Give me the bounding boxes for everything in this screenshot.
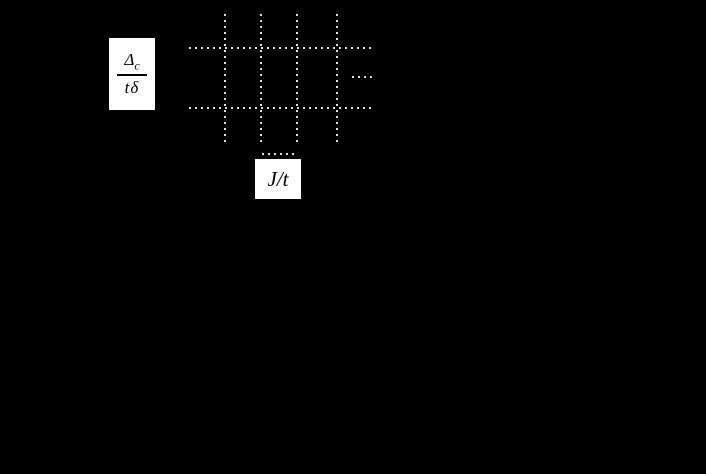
gridline-horizontal-1: [189, 47, 375, 49]
x-axis-label-text: J/t: [267, 166, 289, 191]
gridline-vertical-3: [296, 14, 298, 142]
gridline-vertical-2: [260, 14, 262, 142]
y-axis-fraction: Δc tδ: [117, 49, 147, 98]
y-axis-numerator: Δc: [124, 49, 140, 72]
x-axis-label: J/t: [255, 159, 301, 199]
y-axis-label: Δc tδ: [109, 38, 155, 110]
gridline-segment-right: [352, 76, 374, 78]
fraction-bar: [117, 74, 147, 76]
gridline-vertical-4: [336, 14, 338, 142]
gridline-vertical-1: [224, 14, 226, 142]
gridline-horizontal-2: [189, 107, 375, 109]
gridline-segment-above-xlabel: [262, 153, 298, 155]
y-axis-denominator: tδ: [124, 77, 140, 97]
